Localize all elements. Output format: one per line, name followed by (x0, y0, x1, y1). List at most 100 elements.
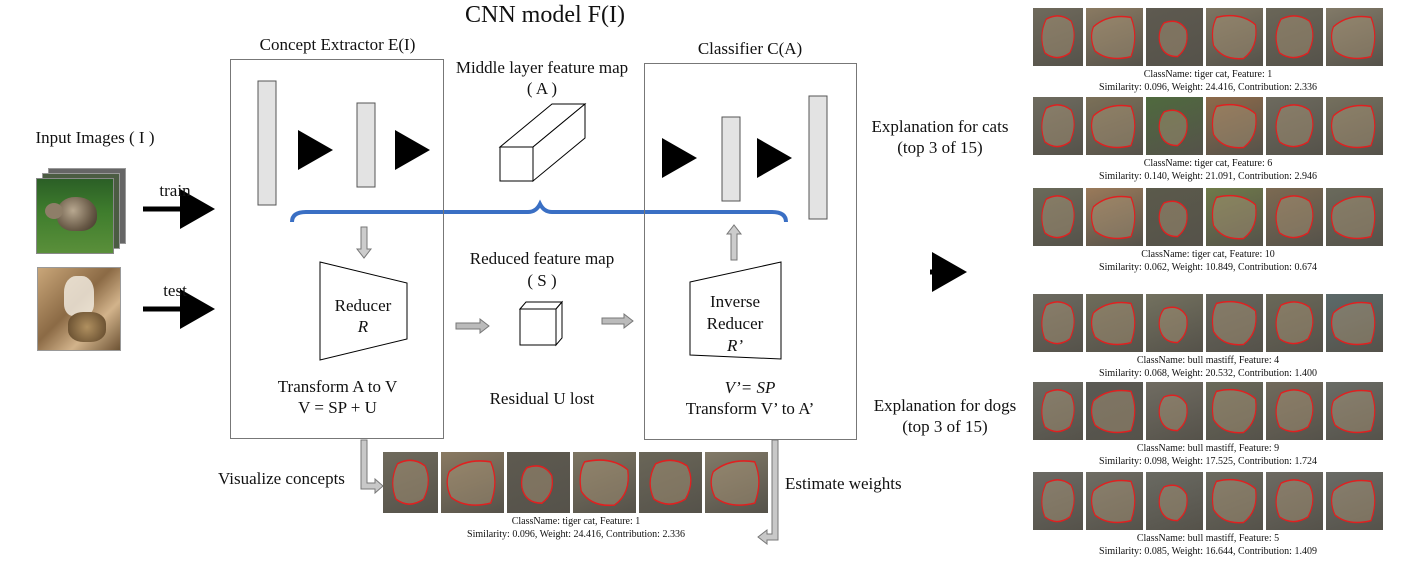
explanation-strip (1033, 294, 1383, 352)
explanation-cats-label-2: (top 3 of 15) (897, 138, 983, 157)
concept-outline (1275, 301, 1314, 345)
concept-patch (1146, 382, 1203, 440)
concept-patch (639, 452, 702, 513)
concept-outline (1158, 484, 1188, 522)
concept-outline (520, 465, 554, 504)
concept-outline (1041, 15, 1075, 59)
concept-outline (579, 459, 629, 507)
inverse-eq-label-2: Transform V’ to A’ (685, 399, 815, 418)
classifier-box (644, 63, 857, 440)
concept-patch (1033, 382, 1083, 440)
concept-patch (1086, 8, 1143, 66)
concept-outline (1158, 394, 1188, 432)
residual-label: Residual U lost (489, 389, 595, 408)
concept-outline (1331, 195, 1376, 240)
reduced-to-inverse-arrow (601, 312, 634, 330)
concept-patch (1266, 472, 1323, 530)
concept-outline (392, 459, 429, 505)
explanation-caption-2: Similarity: 0.068, Weight: 20.532, Contr… (1099, 368, 1317, 379)
concept-outline (1041, 104, 1075, 148)
concept-patch (1206, 472, 1263, 530)
concept-patch (383, 452, 438, 513)
train-label: train (159, 181, 191, 200)
middle-map-label-2: ( A ) (526, 79, 558, 98)
concept-outline (1331, 104, 1376, 149)
concept-patch (1146, 97, 1203, 155)
inverse-reducer-label-3: R’ (726, 336, 744, 355)
concept-patch (1033, 97, 1083, 155)
concept-outline (1041, 479, 1075, 523)
train-image-stack (36, 168, 126, 254)
estimate-weights-label: Estimate weights (785, 474, 902, 493)
extractor-layer-1 (257, 80, 277, 206)
page-title: CNN model F(I) (465, 2, 625, 28)
reducer-label-1: Reducer (334, 296, 392, 315)
concept-outline (1211, 300, 1257, 346)
concept-outline (1211, 388, 1257, 434)
concept-patch (1326, 382, 1383, 440)
explanation-caption-2: Similarity: 0.085, Weight: 16.644, Contr… (1099, 546, 1317, 557)
explanation-caption-2: Similarity: 0.096, Weight: 24.416, Contr… (1099, 82, 1317, 93)
extractor-down-arrow (355, 226, 373, 259)
inverse-eq-label-1: V’= SP (724, 378, 776, 397)
concept-outline (1091, 15, 1136, 60)
concept-patch (1146, 188, 1203, 246)
concept-outline (446, 460, 496, 506)
explanation-caption-1: ClassName: bull mastiff, Feature: 9 (1136, 443, 1280, 454)
reducer-to-reduced-arrow (455, 317, 490, 335)
concept-outline (1331, 15, 1376, 60)
explanation-caption-1: ClassName: tiger cat, Feature: 6 (1143, 158, 1273, 169)
concept-outline (1331, 479, 1376, 524)
concept-patch (1086, 294, 1143, 352)
concept-patch (1266, 294, 1323, 352)
concept-outline (1091, 195, 1136, 240)
concept-patch (1206, 8, 1263, 66)
explanation-dogs-label-1: Explanation for dogs (873, 396, 1017, 415)
explanation-caption-2: Similarity: 0.140, Weight: 21.091, Contr… (1099, 171, 1317, 182)
explanation-caption-1: ClassName: bull mastiff, Feature: 4 (1136, 355, 1280, 366)
concept-patch (1326, 97, 1383, 155)
concept-outline (1158, 306, 1188, 344)
classifier-layer-2 (808, 95, 828, 220)
concept-outline (1211, 478, 1257, 524)
test-label: test (163, 281, 187, 300)
concept-outline (1211, 14, 1257, 60)
visualize-bent-arrow (360, 439, 384, 495)
concept-patch (1033, 472, 1083, 530)
concept-outline (1041, 301, 1075, 345)
explanation-strip (1033, 472, 1383, 530)
bottom-caption-2: Similarity: 0.096, Weight: 24.416, Contr… (467, 529, 685, 540)
explanation-caption-1: ClassName: tiger cat, Feature: 10 (1141, 249, 1275, 260)
blue-brace (290, 199, 788, 223)
concept-extractor-label: Concept Extractor E(I) (259, 35, 416, 54)
transform-label-1: Transform A to V (277, 377, 398, 396)
concept-patch (1206, 97, 1263, 155)
concept-patch (1266, 382, 1323, 440)
concept-outline (1275, 195, 1314, 239)
concept-patch (1146, 8, 1203, 66)
explanation-cats-label-1: Explanation for cats (871, 117, 1009, 136)
reducer-label-2: R (357, 317, 369, 336)
concept-outline (1275, 15, 1314, 59)
concept-patch (1326, 188, 1383, 246)
concept-outline (1331, 301, 1376, 346)
concept-patch (1266, 8, 1323, 66)
explanation-dogs-label-2: (top 3 of 15) (902, 417, 988, 436)
test-image (37, 267, 121, 351)
middle-map-label-1: Middle layer feature map (455, 58, 629, 77)
concept-outline (1158, 20, 1188, 58)
concept-patch (1206, 188, 1263, 246)
concept-patch (1326, 294, 1383, 352)
concept-patch (1206, 294, 1263, 352)
middle-feature-cuboid (498, 102, 587, 183)
concept-patch (1033, 294, 1083, 352)
inverse-reducer-label-2: Reducer (706, 314, 764, 333)
explanation-strip (1033, 188, 1383, 246)
input-images-label: Input Images ( I ) (35, 128, 155, 147)
explanation-strip (1033, 97, 1383, 155)
reduced-map-label-1: Reduced feature map (469, 249, 615, 268)
explanation-strip (1033, 8, 1383, 66)
explanation-caption-2: Similarity: 0.062, Weight: 10.849, Contr… (1099, 262, 1317, 273)
reduced-map-label-2: ( S ) (527, 271, 557, 290)
